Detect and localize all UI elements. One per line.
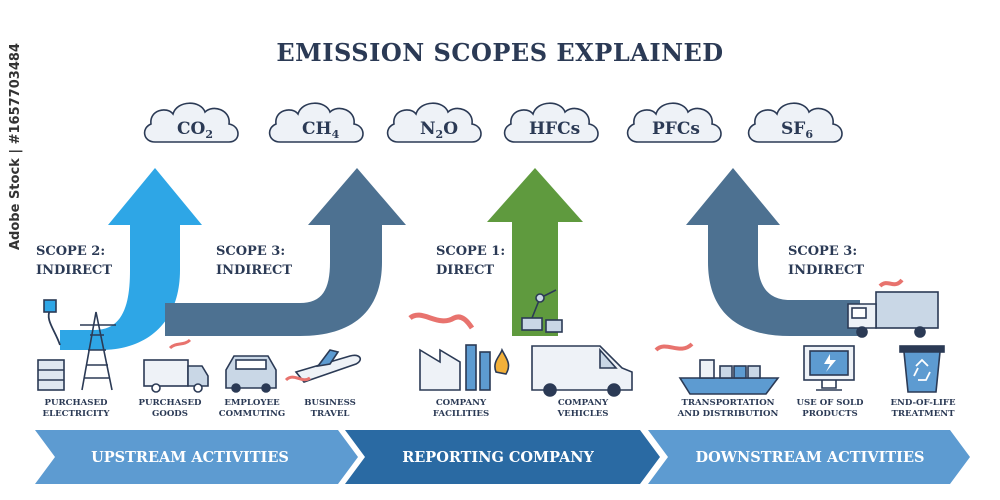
scope1-arrow xyxy=(487,168,583,336)
band-upstream xyxy=(35,430,358,484)
band-upstream-label: UPSTREAM ACTIVITIES xyxy=(91,449,289,466)
page-title: EMISSION SCOPES EXPLAINED xyxy=(276,38,724,67)
power-pylon-icon xyxy=(37,299,116,391)
scope3-upstream-arrow xyxy=(165,168,406,336)
gas-cloud-hfcs: HFCs xyxy=(503,102,599,143)
scope2-label-line2: INDIRECT xyxy=(36,263,113,278)
gas-label-sf6: SF6 xyxy=(781,119,813,141)
recycle-bin-icon xyxy=(899,345,945,393)
scope1-label-line1: SCOPE 1: xyxy=(436,244,506,259)
band-reporting-label: REPORTING COMPANY xyxy=(402,449,594,466)
scope3-upstream-label: SCOPE 3: INDIRECT xyxy=(216,242,292,280)
scope3-downstream-label: SCOPE 3: INDIRECT xyxy=(788,242,864,280)
garbage-truck-icon xyxy=(847,278,939,338)
gas-label-pfcs: PFCs xyxy=(652,119,700,139)
gas-label-co2: CO2 xyxy=(177,119,213,141)
scope2-label-line1: SCOPE 2: xyxy=(36,244,106,259)
gas-cloud-co2: CO2 xyxy=(143,102,239,143)
gas-cloud-sf6: SF6 xyxy=(747,102,843,143)
scope1-label-line2: DIRECT xyxy=(436,263,495,278)
factory-icon xyxy=(408,312,510,391)
monitor-icon xyxy=(803,345,855,391)
gas-label-hfcs: HFCs xyxy=(529,119,580,139)
gas-label-ch4: CH4 xyxy=(302,119,340,141)
scope3-downstream-label-line1: SCOPE 3: xyxy=(788,244,858,259)
gas-cloud-pfcs: PFCs xyxy=(626,102,722,143)
car-icon xyxy=(225,355,277,393)
band-downstream-label: DOWNSTREAM ACTIVITIES xyxy=(696,449,925,466)
stock-watermark: Adobe Stock | #1657703484 xyxy=(8,43,23,250)
scope3-downstream-label-line2: INDIRECT xyxy=(788,263,865,278)
scope3-downstream-arrow xyxy=(686,168,860,336)
band-reporting xyxy=(345,430,660,484)
band-downstream xyxy=(648,430,970,484)
scope3-upstream-label-line1: SCOPE 3: xyxy=(216,244,286,259)
gas-cloud-n2o: N2O xyxy=(386,102,482,143)
van-icon xyxy=(531,345,633,397)
airplane-icon xyxy=(284,349,362,383)
gas-label-n2o: N2O xyxy=(420,119,458,141)
scope1-label: SCOPE 1: DIRECT xyxy=(436,242,505,280)
scope3-upstream-label-line2: INDIRECT xyxy=(216,263,293,278)
scope2-label: SCOPE 2: INDIRECT xyxy=(36,242,112,280)
robot-arm-icon xyxy=(521,289,563,333)
delivery-truck-icon xyxy=(143,338,209,393)
cargo-ship-icon xyxy=(654,342,780,395)
gas-cloud-ch4: CH4 xyxy=(268,102,364,143)
